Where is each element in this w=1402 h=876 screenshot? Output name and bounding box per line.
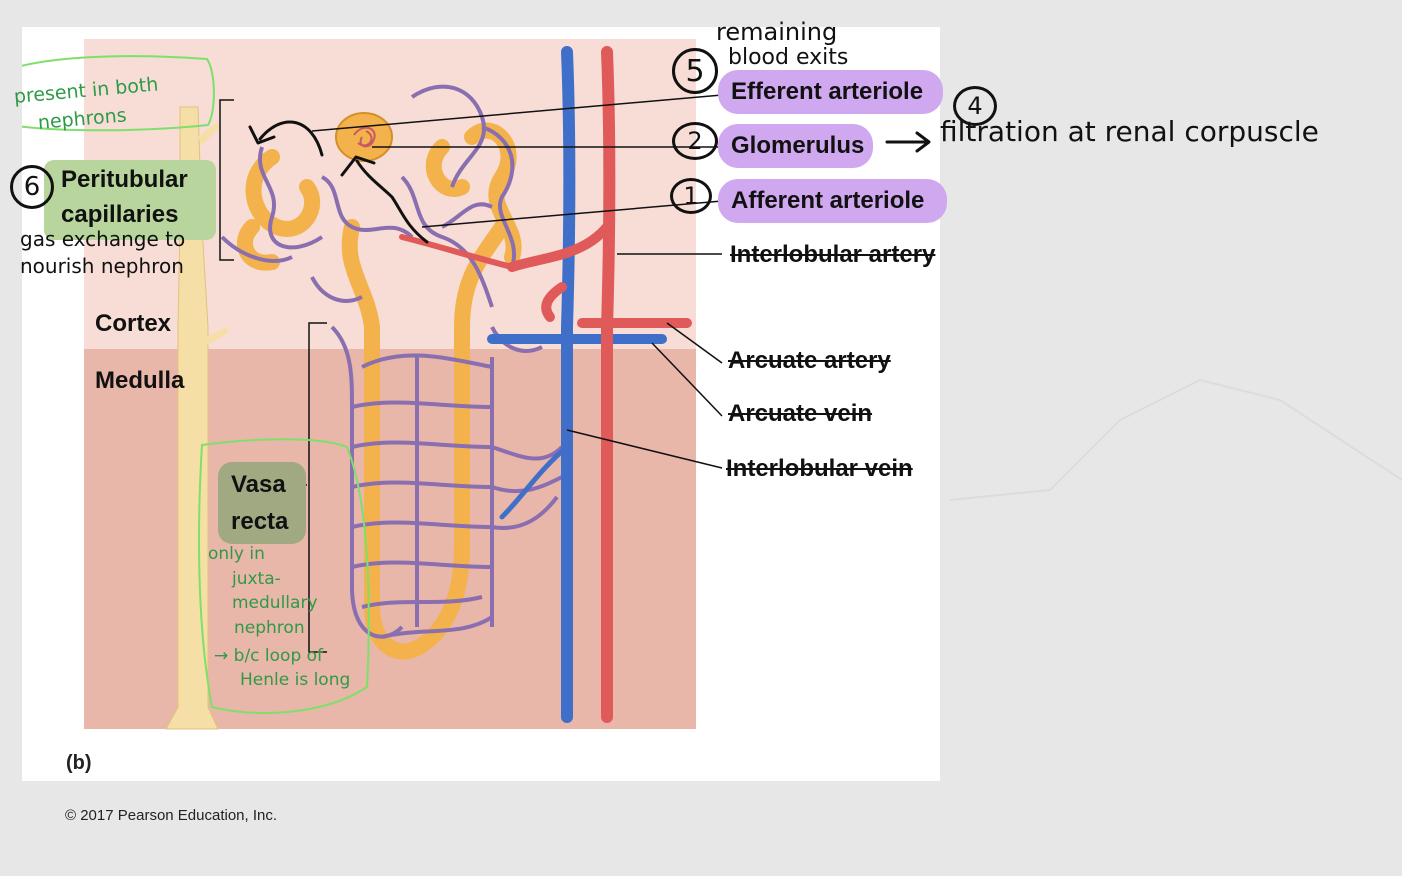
step-4-number: 4 xyxy=(967,92,983,120)
copyright-notice: © 2017 Pearson Education, Inc. xyxy=(65,807,278,824)
interlobular-artery-vessel xyxy=(399,46,692,723)
filtration-note: filtration at renal corpuscle xyxy=(940,115,1319,148)
interlobular-vein-label: Interlobular vein xyxy=(726,455,913,482)
afferent-arteriole-label: Afferent arteriole xyxy=(731,187,925,214)
interlobular-vein-vessel xyxy=(487,46,667,723)
glomerulus-label: Glomerulus xyxy=(731,132,865,159)
step-2-number: 2 xyxy=(687,127,703,155)
step-2-circle: 2 xyxy=(672,122,718,160)
step-1-circle: 1 xyxy=(670,178,712,214)
cortex-label: Cortex xyxy=(95,310,172,337)
capillary-network xyxy=(220,84,564,639)
remaining-note-line2: blood exits xyxy=(728,45,849,70)
only-note-line4: nephron xyxy=(234,618,305,638)
step-5-circle: 5 xyxy=(672,48,718,94)
arcuate-artery-label: Arcuate artery xyxy=(728,347,891,374)
brackets xyxy=(219,99,327,653)
step-6-circle: 6 xyxy=(10,165,54,209)
blc-note-line1: → b/c loop of xyxy=(214,646,324,666)
glomerulus-pill: Glomerulus xyxy=(718,124,873,168)
glomerular-capsule xyxy=(335,112,393,162)
step-6-number: 6 xyxy=(23,172,41,202)
figure-letter: (b) xyxy=(66,752,92,774)
medulla-label: Medulla xyxy=(95,367,185,394)
peritubular-label-line2: capillaries xyxy=(61,201,179,228)
afferent-arteriole-pill: Afferent arteriole xyxy=(718,179,947,223)
handwritten-arrows xyxy=(248,120,931,244)
gas-exchange-note-line1: gas exchange to xyxy=(20,227,186,251)
blc-note-line2: Henle is long xyxy=(240,670,351,690)
green-outlines xyxy=(22,55,370,714)
only-note-line1: only in xyxy=(208,544,265,564)
nephron-blood-supply-diagram xyxy=(22,39,931,730)
step-1-number: 1 xyxy=(683,182,699,210)
interlobular-artery-label: Interlobular artery xyxy=(730,241,936,268)
step-4-circle: 4 xyxy=(953,86,997,126)
peritubular-label-line1: Peritubular xyxy=(61,166,188,193)
vasa-recta-label-line1: Vasa xyxy=(231,471,286,498)
only-note-line3: medullary xyxy=(232,593,318,613)
arcuate-vein-label: Arcuate vein xyxy=(728,400,873,427)
peritubular-highlight xyxy=(44,160,216,240)
only-note-line2: juxta- xyxy=(232,569,281,589)
efferent-arteriole-pill: Efferent arteriole xyxy=(718,70,943,114)
gas-exchange-note-line2: nourish nephron xyxy=(20,254,184,278)
step-5-number: 5 xyxy=(685,53,705,89)
remaining-note-line1: remaining xyxy=(716,18,838,46)
vasa-recta-label-line2: recta xyxy=(231,508,289,535)
leader-lines xyxy=(196,94,723,486)
efferent-arteriole-label: Efferent arteriole xyxy=(731,78,924,105)
vasa-recta-highlight xyxy=(218,462,306,544)
